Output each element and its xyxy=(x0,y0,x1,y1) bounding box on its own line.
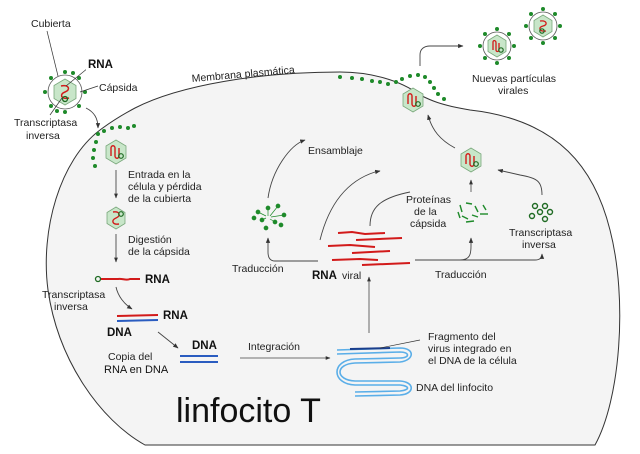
fragment-label-1: Fragmento del xyxy=(428,331,496,343)
hybrid-dna-strand xyxy=(116,319,159,322)
rt-enzyme-icon xyxy=(94,275,102,283)
dsdna-label: DNA xyxy=(192,340,217,352)
new-particles-label-2: virales xyxy=(498,85,528,97)
digestion-label-2: de la cápsida xyxy=(128,246,190,258)
entry-label-3: de la cubierta xyxy=(128,193,191,205)
hybrid-rna-label: RNA xyxy=(163,310,188,322)
virion-rna-label: RNA xyxy=(88,59,113,71)
entry-label-1: Entrada en la xyxy=(128,169,191,181)
viral-rna-cluster xyxy=(327,230,411,266)
rt-enzymes-cluster xyxy=(528,202,554,223)
digestion-label-1: Digestión xyxy=(128,234,172,246)
new-particles-label-1: Nuevas partículas xyxy=(472,73,556,85)
digested-capsid xyxy=(106,206,126,230)
new-virion-1 xyxy=(478,27,516,65)
budding-capsid xyxy=(402,87,424,113)
viral-rna-label-text: viral xyxy=(342,270,361,282)
virion-rt-label-1: Transcriptasa xyxy=(14,117,77,129)
integration-label: Integración xyxy=(248,341,300,353)
entry-label-2: célula y pérdida xyxy=(128,181,202,193)
copy-label-2: RNA en DNA xyxy=(104,364,169,376)
viral-rna-label: RNA xyxy=(312,270,337,282)
capsid-proteins-label-1: Proteínas xyxy=(406,194,451,206)
entered-capsid xyxy=(105,139,127,165)
translation-left-label: Traducción xyxy=(232,263,284,275)
fragment-label-3: el DNA de la célula xyxy=(428,355,517,367)
fragment-label-2: virus integrado en xyxy=(428,343,512,355)
capsid-proteins-label-2: de la xyxy=(414,206,437,218)
hybrid-rna-strand xyxy=(116,314,159,317)
hybrid-dna-label: DNA xyxy=(107,327,132,339)
new-virion-2 xyxy=(524,7,562,45)
capsid-label: Cápsida xyxy=(99,82,138,94)
rna-label: RNA xyxy=(145,274,170,286)
assembled-capsid xyxy=(460,147,482,173)
envelope-proteins-cluster xyxy=(251,203,287,231)
virion-rt-label-2: inversa xyxy=(26,130,60,142)
copy-label-1: Copia del xyxy=(108,351,152,363)
membrane-entry-proteins xyxy=(91,124,136,168)
envelope-label: Cubierta xyxy=(31,18,71,30)
rt-label-1: Transcriptasa xyxy=(42,289,105,301)
assembly-label: Ensamblaje xyxy=(308,145,363,157)
cell-title: linfocito T xyxy=(176,392,321,430)
rt-right-label-2: inversa xyxy=(522,239,556,251)
rt-label-2: inversa xyxy=(54,301,88,313)
host-dna xyxy=(336,347,413,397)
host-dna-label: DNA del linfocito xyxy=(416,382,493,394)
viral-rna-strand xyxy=(101,277,140,281)
integrated-fragment xyxy=(349,347,391,350)
capsid-proteins-label-3: cápsida xyxy=(410,218,446,230)
cell-body xyxy=(45,71,621,446)
capsid-proteins-cluster xyxy=(457,202,488,223)
translation-right-label: Traducción xyxy=(435,269,487,281)
rt-right-label-1: Transcriptasa xyxy=(509,227,572,239)
membrane-budding-proteins xyxy=(338,73,446,101)
